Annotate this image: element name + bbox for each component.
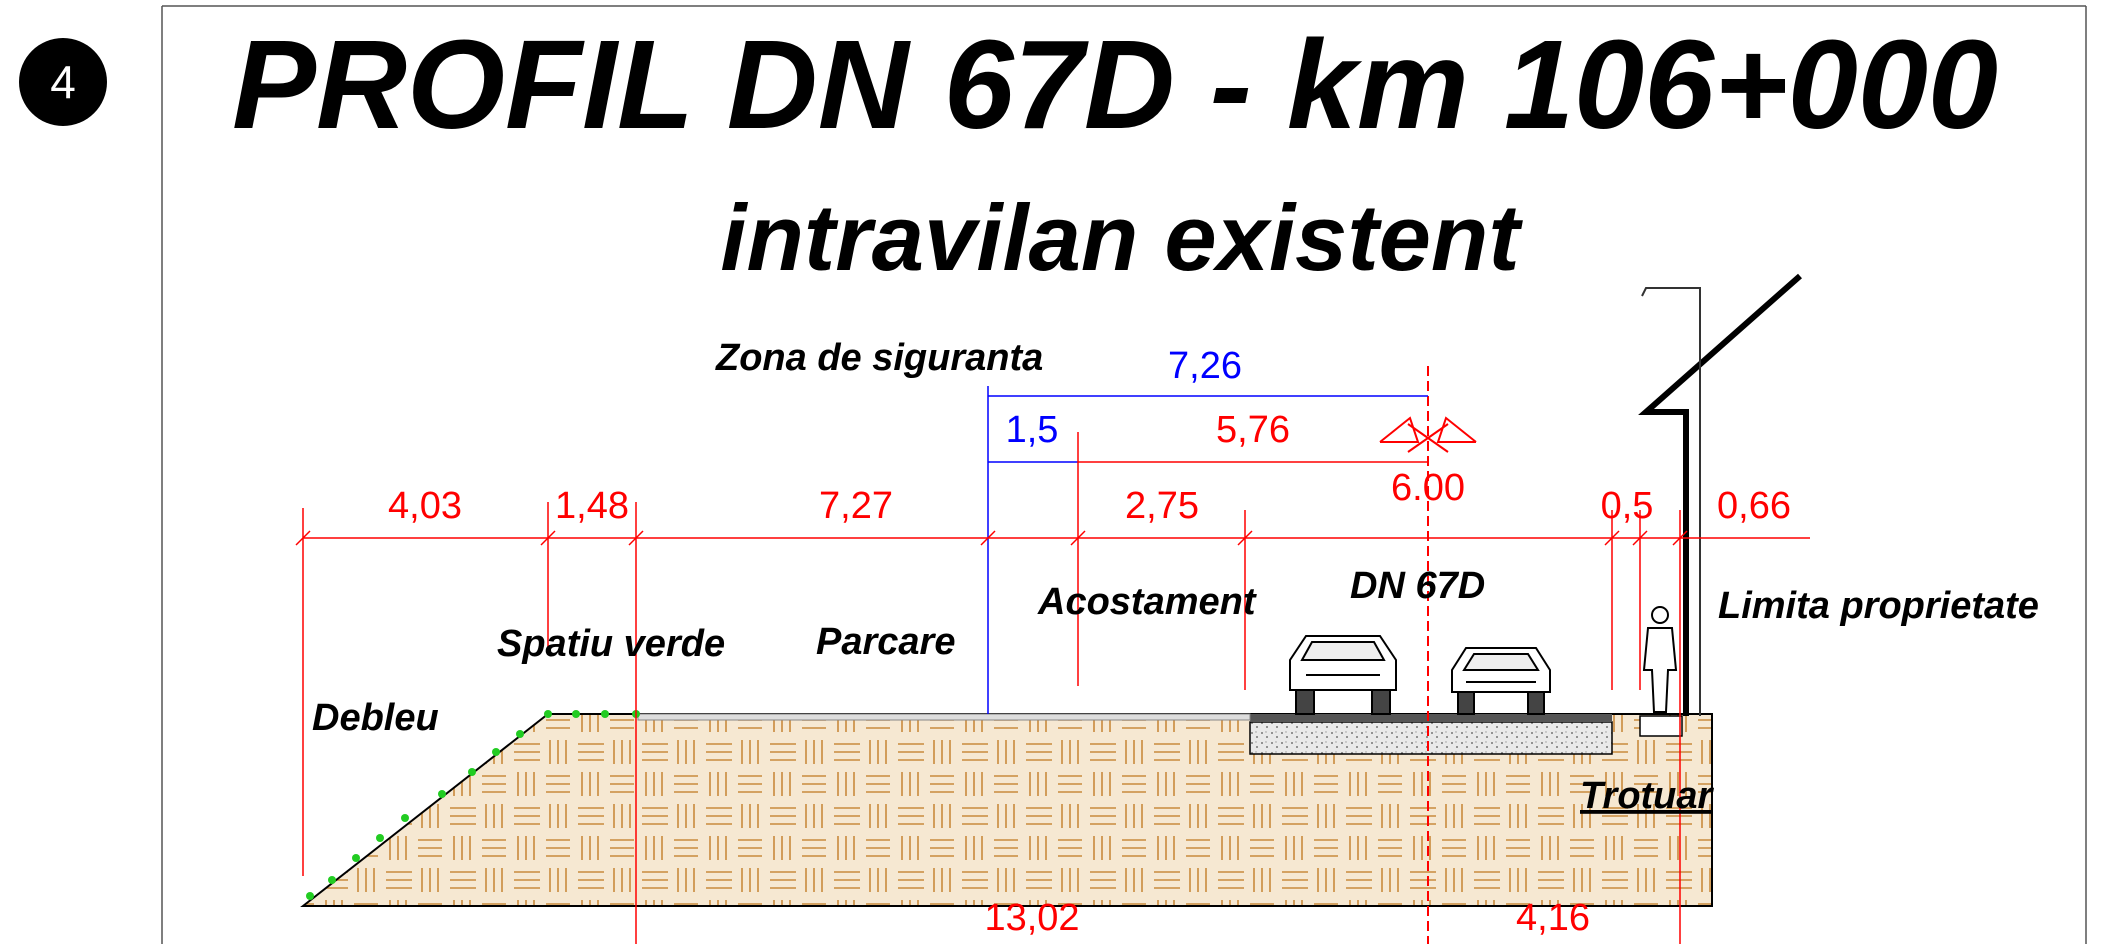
profile-number: 4 <box>50 56 76 108</box>
dim-acostament: 2,75 <box>1125 485 1199 527</box>
red-dimension-lines <box>302 432 1810 944</box>
grass-on-slope <box>306 710 640 900</box>
page-subtitle: intravilan existent <box>720 185 1523 290</box>
road-surface <box>1250 714 1612 722</box>
blue-dimension-lines <box>987 386 1428 714</box>
pedestrian-figure <box>1642 606 1678 713</box>
page-title: PROFIL DN 67D - km 106+000 <box>232 14 1998 155</box>
label-limita-proprietate: Limita proprietate <box>1718 585 2039 627</box>
dim-spatiu-verde: 1,48 <box>555 485 629 527</box>
label-debleu: Debleu <box>312 697 439 739</box>
dimension-ticks <box>295 530 1688 546</box>
dim-debleu: 4,03 <box>388 485 462 527</box>
dim-zona-total: 7,26 <box>1168 345 1242 387</box>
car-right <box>1451 647 1551 715</box>
car-left <box>1289 635 1397 715</box>
dim-bottom-left: 13,02 <box>984 897 1079 939</box>
dim-zona-part: 1,5 <box>1006 409 1059 451</box>
label-acostament: Acostament <box>1037 581 1257 623</box>
dim-parcare: 7,27 <box>819 485 893 527</box>
profile-number-badge <box>19 38 107 126</box>
dim-bottom-right: 4,16 <box>1516 897 1590 939</box>
dim-road-part: 5,76 <box>1216 409 1290 451</box>
soil-section <box>300 713 1713 907</box>
label-trotuar: Trotuar <box>1580 775 1715 817</box>
dim-limita: 0,66 <box>1717 485 1791 527</box>
label-spatiu-verde: Spatiu verde <box>497 623 725 665</box>
label-zona-siguranta: Zona de siguranta <box>715 337 1043 379</box>
label-drum: DN 67D <box>1350 565 1485 607</box>
house-roof-outline <box>1638 273 1802 716</box>
dim-trotuar-part: 0,5 <box>1601 485 1654 527</box>
pavement-structure <box>1249 721 1613 755</box>
sidewalk-curb <box>1639 715 1683 737</box>
street-lamp <box>1641 287 1701 716</box>
dim-axis-value: 6.00 <box>1391 467 1465 509</box>
road-axis-symbol <box>1379 416 1477 453</box>
parking-surface <box>637 713 1251 721</box>
label-parcare: Parcare <box>816 621 955 663</box>
